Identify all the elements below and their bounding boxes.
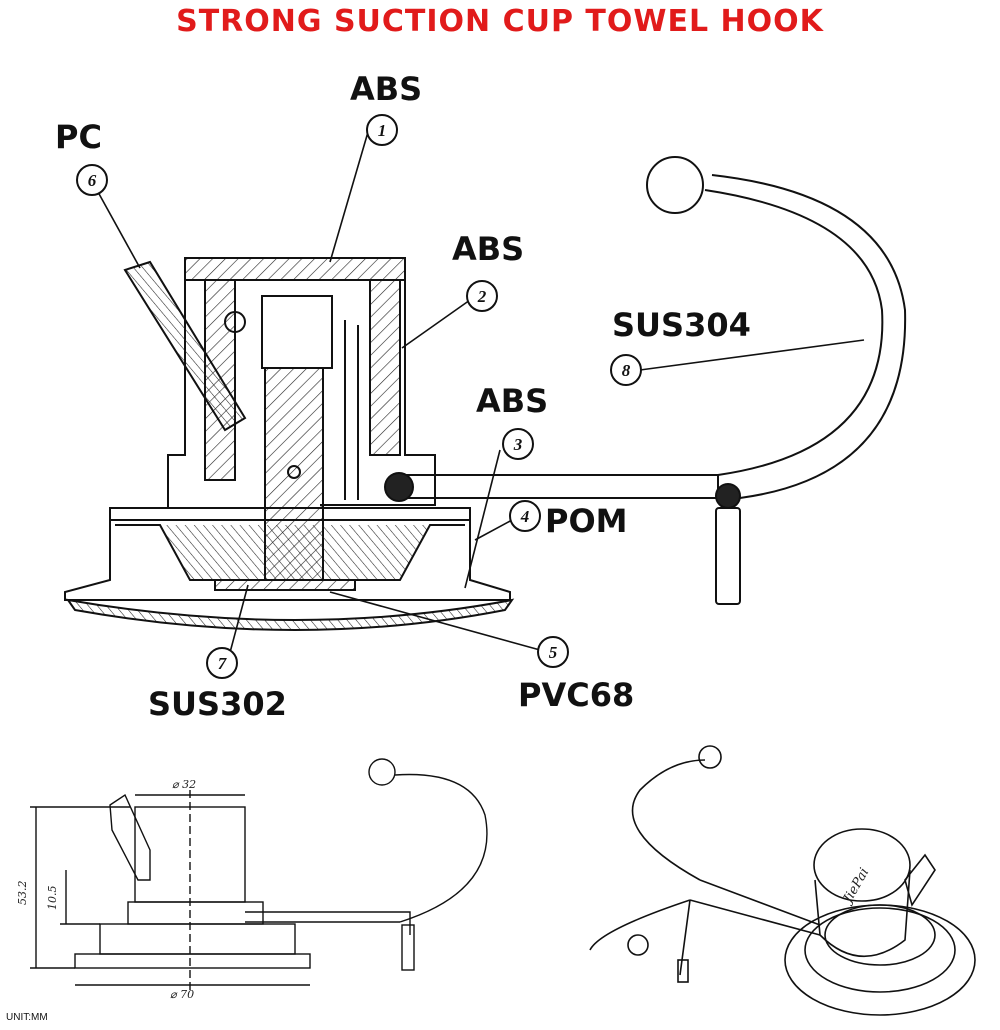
persp-arm [689, 879, 821, 936]
leader-1 [329, 131, 369, 263]
diagram-title: STRONG SUCTION CUP TOWEL HOOK [176, 4, 824, 39]
side-cup [74, 953, 311, 969]
side-view [30, 758, 488, 990]
leader-5 [329, 591, 541, 651]
lever-pivot [224, 311, 246, 333]
hook-curve-inner [711, 174, 907, 499]
material-label-6: PC [55, 118, 102, 156]
leader-lines [97, 131, 865, 661]
persp-hook-tip [677, 959, 689, 983]
callout-number: 4 [520, 507, 530, 526]
callout-circle-icon [466, 280, 498, 312]
persp-hook-ball-lower [627, 934, 649, 956]
callouts: 1 2 3 4 5 6 7 [76, 114, 642, 679]
dim-total-height: 53.2 [16, 880, 29, 906]
hook-curve-outer [704, 189, 884, 476]
arm-pivot [384, 472, 414, 502]
hook-ball [646, 156, 704, 214]
callout-circle-icon [76, 164, 108, 196]
callout-1: 1 [366, 114, 398, 146]
body-right-wall [320, 280, 436, 506]
housing-right [369, 279, 401, 456]
material-label-2: ABS [452, 230, 525, 268]
side-hook-curve [394, 773, 488, 923]
material-label-7: SUS302 [148, 685, 287, 723]
material-label-5: PVC68 [518, 676, 635, 714]
callout-circle-icon [610, 354, 642, 386]
material-label-4: POM [545, 502, 628, 540]
cross-section-body [64, 156, 907, 631]
hook-joint [715, 483, 741, 509]
callout-2: 2 [466, 280, 498, 312]
persp-hook-lower [589, 899, 691, 976]
callout-circle-icon [366, 114, 398, 146]
material-label-3: ABS [476, 382, 549, 420]
rod-head [261, 295, 333, 369]
side-hook-tip [401, 924, 415, 971]
side-mid-band [127, 901, 264, 925]
hook-tip [715, 507, 741, 605]
callout-7: 7 [206, 647, 238, 679]
persp-lever [904, 853, 936, 907]
leader-7 [227, 584, 249, 661]
callout-4: 4 [509, 500, 541, 532]
callout-circle-icon [537, 636, 569, 668]
side-flange [99, 923, 296, 955]
rod-pin [287, 465, 301, 479]
callout-number: 3 [513, 435, 523, 454]
persp-cup-outer [784, 904, 976, 1016]
cap-top [184, 257, 406, 281]
callout-6: 6 [76, 164, 108, 196]
side-lever [109, 793, 151, 881]
hook-arm [405, 474, 719, 499]
unit-label: UNIT:MM [6, 1012, 48, 1023]
material-label-8: SUS304 [612, 306, 751, 344]
callout-number: 8 [622, 361, 631, 380]
leader-3 [464, 449, 501, 589]
callout-8: 8 [610, 354, 642, 386]
material-label-1: ABS [350, 70, 423, 108]
dim-step-height: 10.5 [46, 885, 59, 911]
callout-number: 7 [218, 654, 228, 673]
callout-number: 6 [88, 171, 97, 190]
leader-6 [97, 191, 141, 269]
side-arm [245, 911, 411, 935]
dim-base-diameter: ⌀ 70 [170, 988, 195, 1001]
leader-2 [401, 299, 471, 349]
callout-3: 3 [502, 428, 534, 460]
leader-4 [474, 519, 513, 541]
side-hook-ball [368, 758, 396, 786]
perspective-view [589, 745, 976, 1016]
callout-number: 1 [378, 121, 387, 140]
base-washer [214, 579, 356, 591]
suction-cup [65, 598, 515, 631]
lever [123, 260, 247, 432]
persp-flange [824, 904, 936, 966]
persp-hook-ball-upper [698, 745, 722, 769]
dim-top-diameter: ⌀ 32 [172, 778, 197, 791]
leader-8 [639, 339, 865, 371]
persp-body [814, 869, 911, 958]
callout-number: 2 [477, 287, 487, 306]
callout-circle-icon [502, 428, 534, 460]
persp-cap [813, 828, 911, 902]
persp-hook-upper [631, 759, 706, 881]
callout-circle-icon [206, 647, 238, 679]
callout-5: 5 [537, 636, 569, 668]
callout-circle-icon [509, 500, 541, 532]
callout-number: 5 [549, 643, 558, 662]
inner-cone [115, 524, 465, 581]
persp-cup-inner [804, 907, 956, 993]
